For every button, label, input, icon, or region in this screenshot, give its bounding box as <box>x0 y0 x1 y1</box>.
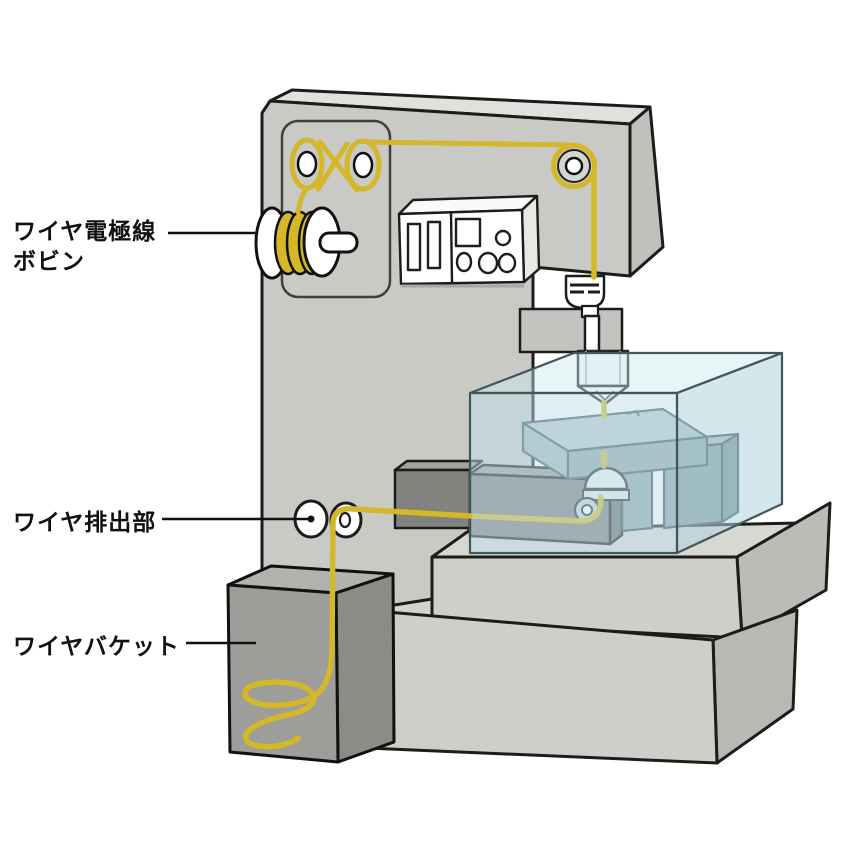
pulley-far-hub <box>564 156 584 176</box>
panel-button-2[interactable] <box>477 251 499 275</box>
panel-button-1[interactable] <box>455 251 473 273</box>
label-wire-bucket: ワイヤバケット <box>13 633 180 659</box>
pulley-panel <box>280 119 392 299</box>
wire-feed-unit <box>518 274 624 354</box>
panel-slot-right[interactable] <box>426 220 442 270</box>
tank-front-face <box>468 391 679 555</box>
guide-shaft <box>583 314 601 354</box>
wire-horizontal <box>365 139 575 148</box>
label-wire-electrode-bobbin: ワイヤ電極線 ボビン <box>13 216 156 276</box>
wire-upper-run <box>289 137 597 280</box>
wire-cross-b <box>315 141 350 192</box>
pulley-left-hub <box>296 150 318 178</box>
machine-side-face <box>628 105 665 278</box>
panel-knob-top[interactable] <box>494 229 512 247</box>
panel-display <box>454 217 482 248</box>
control-panel <box>397 194 541 288</box>
work-tank <box>468 351 784 555</box>
wire-wrap-left-pulley <box>289 137 325 191</box>
bucket-side <box>334 572 396 764</box>
bobbin-axle <box>318 231 359 254</box>
discharge-roller-right-hub <box>338 511 352 529</box>
wire-bucket <box>226 564 396 764</box>
label-wire-discharge: ワイヤ排出部 <box>13 509 157 535</box>
wire-bobbin <box>254 206 359 280</box>
wire-wrap-right-pulley <box>344 138 382 192</box>
pulley-right-hub <box>352 151 374 179</box>
guide-block <box>518 307 624 354</box>
panel-slot-left[interactable] <box>406 222 422 272</box>
arm-front <box>393 468 472 530</box>
bucket-front <box>226 583 340 764</box>
tension-cylinder-lines <box>570 283 600 294</box>
leader-lines <box>162 231 315 645</box>
wire-to-bucket <box>242 506 473 750</box>
panel-button-3[interactable] <box>497 252 517 274</box>
wire-wrap-far-pulley <box>551 143 597 189</box>
label-wire-electrode-bobbin-line1: ワイヤ電極線 <box>13 218 157 244</box>
leader-outlet-dot <box>307 515 315 523</box>
wire-cross-a <box>317 139 360 193</box>
control-panel-divider <box>449 211 454 284</box>
label-wire-electrode-bobbin-line2: ボビン <box>13 248 85 274</box>
pulleys <box>296 149 591 183</box>
